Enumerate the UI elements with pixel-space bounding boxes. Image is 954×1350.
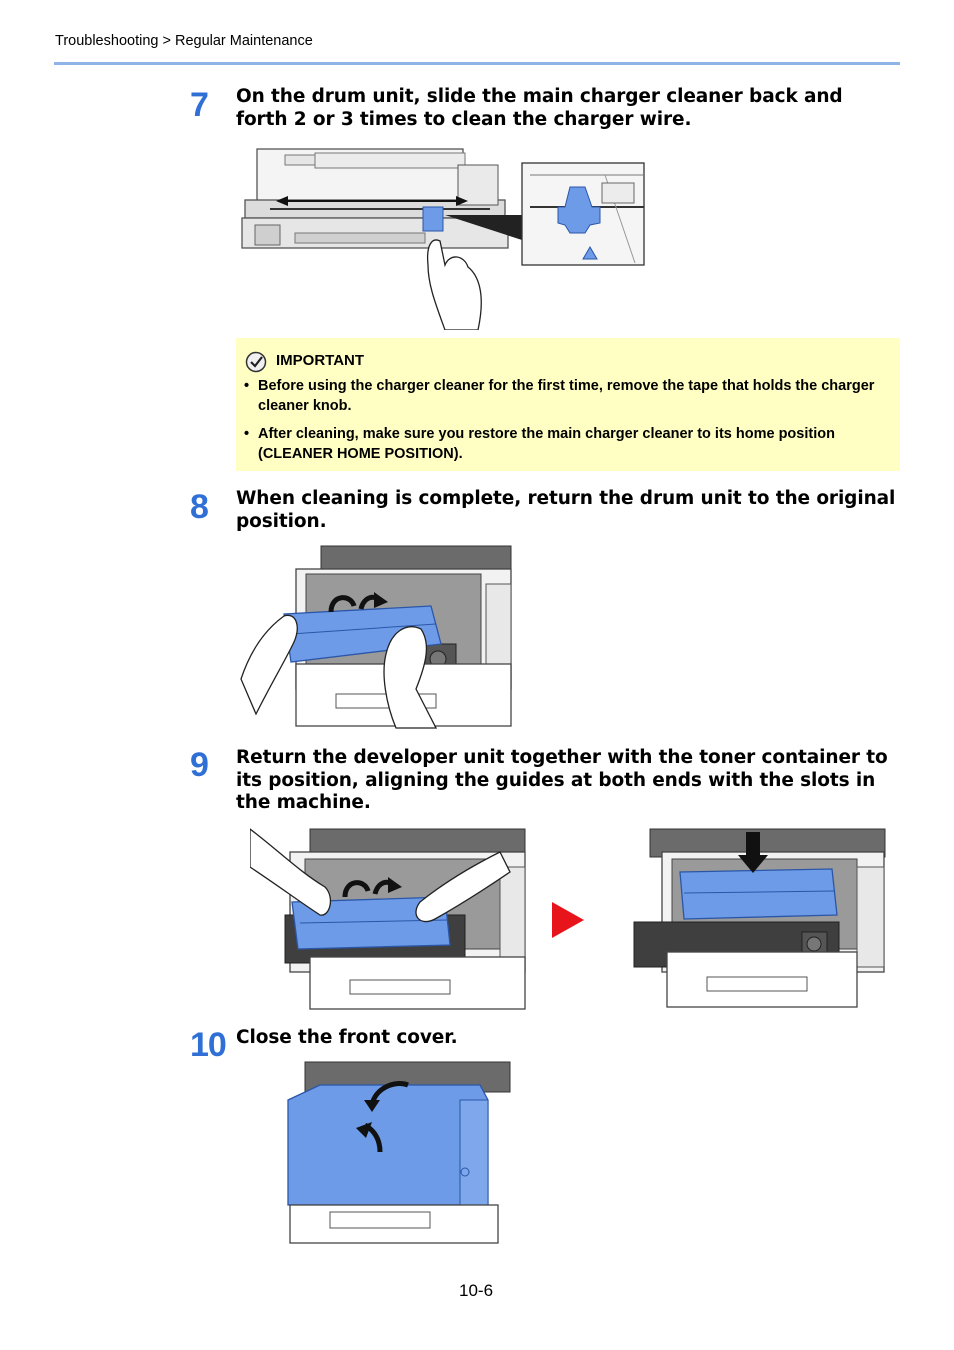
breadcrumb: Troubleshooting > Regular Maintenance xyxy=(55,33,313,49)
step-number: 9 xyxy=(190,746,209,784)
developer-unit-inserted-illustration xyxy=(633,828,886,1008)
important-notice: IMPORTANT •Before using the charger clea… xyxy=(236,338,900,471)
step-number: 8 xyxy=(190,488,209,526)
important-bullet: •After cleaning, make sure you restore t… xyxy=(244,426,835,462)
arrow-right-icon xyxy=(552,902,584,938)
drum-unit-cleaning-illustration xyxy=(241,148,645,330)
insert-developer-unit-illustration xyxy=(250,828,526,1010)
step-number: 7 xyxy=(190,86,209,124)
step-instruction: On the drum unit, slide the main charger… xyxy=(236,86,843,130)
return-drum-unit-illustration xyxy=(240,545,512,729)
step-instruction: Return the developer unit together with … xyxy=(236,747,888,813)
step-number: 10 xyxy=(190,1026,227,1064)
important-title: IMPORTANT xyxy=(276,352,365,369)
step-instruction: When cleaning is complete, return the dr… xyxy=(236,488,896,532)
step-instruction: Close the front cover. xyxy=(236,1027,458,1048)
header-rule xyxy=(54,62,900,65)
check-circle-icon xyxy=(245,351,267,373)
page-number: 10-6 xyxy=(459,1281,494,1300)
close-front-cover-illustration xyxy=(287,1061,511,1244)
important-bullet: •Before using the charger cleaner for th… xyxy=(244,378,875,414)
